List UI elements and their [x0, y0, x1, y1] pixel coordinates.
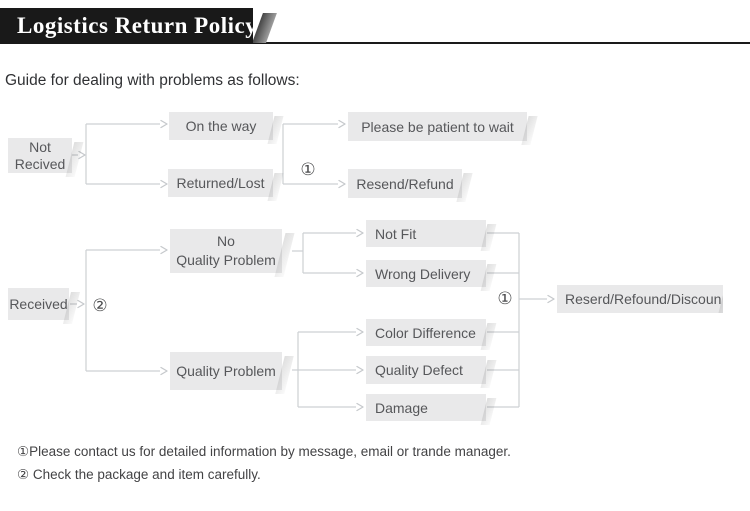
node-wrong-delivery: Wrong Delivery: [366, 260, 486, 287]
node-resend-refund: Resend/Refund: [348, 169, 462, 198]
note-check-package: ② Check the package and item carefully.: [17, 467, 261, 482]
node-please-wait: Please be patient to wait: [348, 112, 527, 141]
circled-two-marker: ②: [92, 296, 108, 316]
header-banner: Logistics Return Policy: [0, 8, 257, 44]
node-color-difference: Color Difference: [366, 319, 486, 346]
node-received: Received: [8, 288, 69, 320]
node-not-fit: Not Fit: [366, 220, 486, 247]
circled-one-marker: ①: [300, 160, 316, 180]
node-on-the-way: On the way: [169, 112, 273, 140]
node-resolution: Reserd/Refound/Discoun: [557, 285, 723, 313]
intro-text: Guide for dealing with problems as follo…: [5, 72, 300, 89]
node-quality-defect: Quality Defect: [366, 356, 486, 384]
note-contact-us: ①Please contact us for detailed informat…: [17, 444, 511, 459]
circled-one-marker: ①: [497, 289, 513, 309]
node-not-received: Not Recived: [8, 138, 72, 173]
node-damage: Damage: [366, 394, 486, 421]
page-title: Logistics Return Policy: [17, 13, 258, 38]
header-rule: [0, 42, 750, 44]
node-returned-lost: Returned/Lost: [168, 169, 273, 197]
node-no-quality-problem: No Quality Problem: [170, 229, 282, 273]
node-quality-problem: Quality Problem: [170, 352, 282, 390]
